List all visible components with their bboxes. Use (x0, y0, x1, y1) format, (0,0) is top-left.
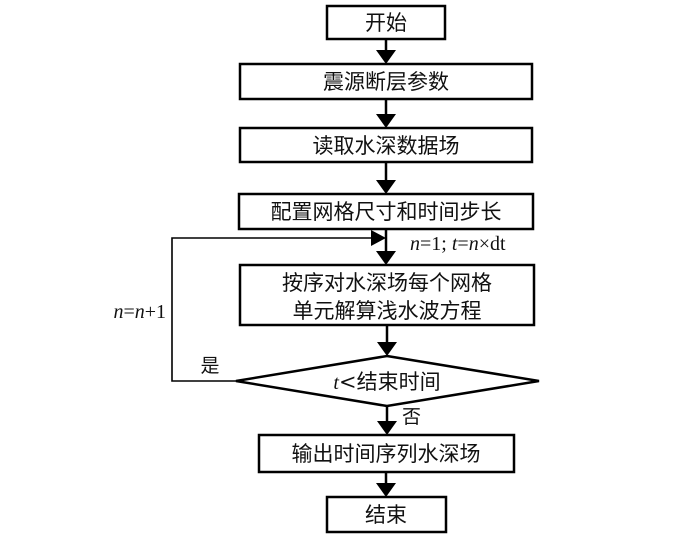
inc-tail: +1 (145, 301, 166, 323)
source-params-node: 震源断层参数 (238, 62, 534, 101)
end-label: 结束 (365, 503, 407, 527)
end-node: 结束 (325, 495, 448, 534)
increment-annotation: n=n+1 (113, 301, 166, 323)
arrowhead-output-to-end (376, 483, 396, 497)
output-node: 输出时间序列水深场 (257, 433, 516, 474)
solve-swe-label-line2: 单元解算浅水波方程 (293, 299, 482, 323)
source-params-label: 震源断层参数 (323, 70, 449, 94)
init-eq2: = (457, 233, 468, 255)
configure-grid-label: 配置网格尺寸和时间步长 (271, 200, 502, 224)
arrowhead-read-to-config (376, 180, 396, 194)
decision-var: t (333, 372, 339, 394)
configure-grid-node: 配置网格尺寸和时间步长 (237, 192, 535, 231)
init-n2: n (469, 233, 479, 255)
decision-label: t<结束时间 (333, 370, 440, 394)
solve-swe-label-line1: 按序对水深场每个网格 (282, 271, 492, 295)
init-tail: ×dt (479, 233, 506, 255)
arrowhead-decision-to-output (377, 421, 397, 435)
no-label: 否 (402, 406, 421, 428)
loop-back-line (171, 237, 374, 382)
inc-n2: n (135, 301, 145, 323)
arrowhead-start-to-source (376, 50, 396, 64)
read-bathymetry-node: 读取水深数据场 (238, 126, 534, 164)
arrowhead-source-to-read (376, 114, 396, 128)
init-annotation: n=1; t=n×dt (410, 233, 506, 255)
init-n: n (410, 233, 420, 255)
solve-swe-node: 按序对水深场每个网格 单元解算浅水波方程 (238, 263, 536, 327)
start-label: 开始 (365, 11, 407, 35)
output-label: 输出时间序列水深场 (292, 442, 481, 466)
inc-n: n (113, 301, 123, 323)
inc-eq: = (123, 301, 134, 323)
decision-text: <结束时间 (339, 370, 441, 394)
decision-node: t<结束时间 (235, 354, 540, 408)
init-eq1: =1; (420, 233, 452, 255)
yes-label: 是 (200, 355, 219, 377)
start-node: 开始 (325, 4, 447, 41)
loop-back-arrowhead (371, 230, 386, 246)
init-t: t (452, 233, 458, 255)
read-bathymetry-label: 读取水深数据场 (313, 134, 460, 158)
arrowhead-config-to-solve (376, 251, 396, 265)
arrowhead-solve-to-decision (377, 342, 397, 356)
